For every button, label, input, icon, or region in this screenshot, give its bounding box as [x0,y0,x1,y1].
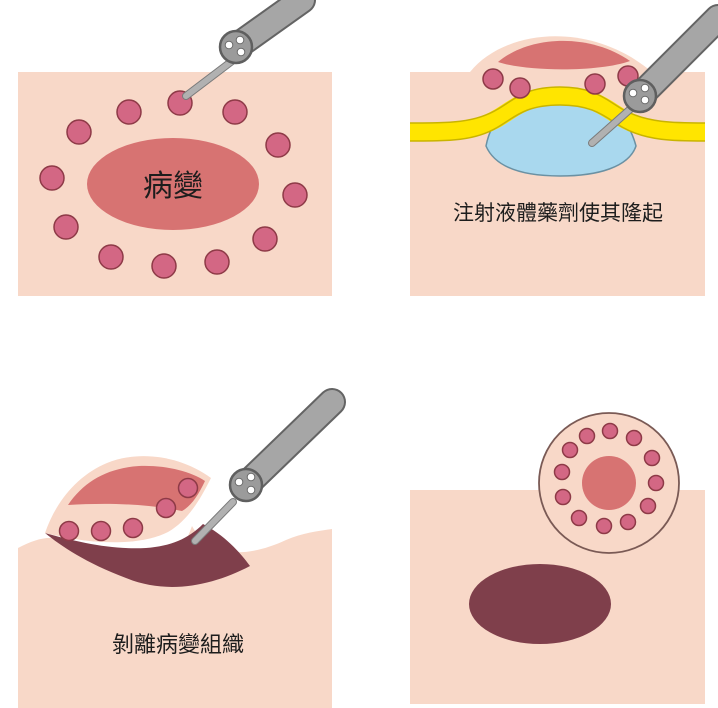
marking-dot [205,250,229,274]
panel-3-dissection: 剝離病變組織 [18,402,332,708]
resected-defect [469,564,611,644]
marking-dot [179,479,198,498]
marking-dot [253,227,277,251]
endoscope-port [629,89,637,97]
marking-dot [641,499,656,514]
endoscope-port [225,41,233,49]
endoscope-port [247,473,255,481]
endoscope-port [235,478,243,486]
marking-dot [585,74,605,94]
endoscope-tip [230,469,262,501]
endoscope-body-fill [246,402,332,485]
marking-dot [603,424,618,439]
marking-dot [117,100,141,124]
marking-dot [223,100,247,124]
marking-dot [510,78,530,98]
marking-dot [67,120,91,144]
marking-dot [621,515,636,530]
marking-dot [54,215,78,239]
marking-dot [556,490,571,505]
marking-dot [157,499,176,518]
marking-dot [627,431,642,446]
endoscope-tip [624,80,656,112]
endoscope-port [641,84,649,92]
marking-dot [266,133,290,157]
marking-dot [99,245,123,269]
marking-dot [40,166,64,190]
panel-3-caption: 剝離病變組織 [112,633,244,658]
marking-dot [580,429,595,444]
marking-dot [152,254,176,278]
endoscope-icon [230,402,332,501]
marking-dot [555,465,570,480]
marking-dot [649,476,664,491]
marking-dot [283,183,307,207]
panel-4-resected-result [410,413,705,704]
panel-2-injection: 注射液體藥劑使其隆起 [410,18,718,296]
marking-dot [597,519,612,534]
marking-dot [572,511,587,526]
lesion-label: 病變 [143,169,203,204]
panel-2-caption: 注射液體藥劑使其隆起 [453,201,663,225]
endoscope-port [237,48,245,56]
marking-dot [483,69,503,89]
marking-dot [92,522,111,541]
panel-1-lesion-marking: 病變 [18,0,332,296]
endoscope-port [641,96,649,104]
marking-dot [563,443,578,458]
marking-dot [60,522,79,541]
endoscope-tip [220,31,252,63]
marking-dot [124,519,143,538]
marking-dot [645,451,660,466]
endoscope-port [236,36,244,44]
specimen-lesion [582,456,636,510]
endoscope-port [247,486,255,494]
